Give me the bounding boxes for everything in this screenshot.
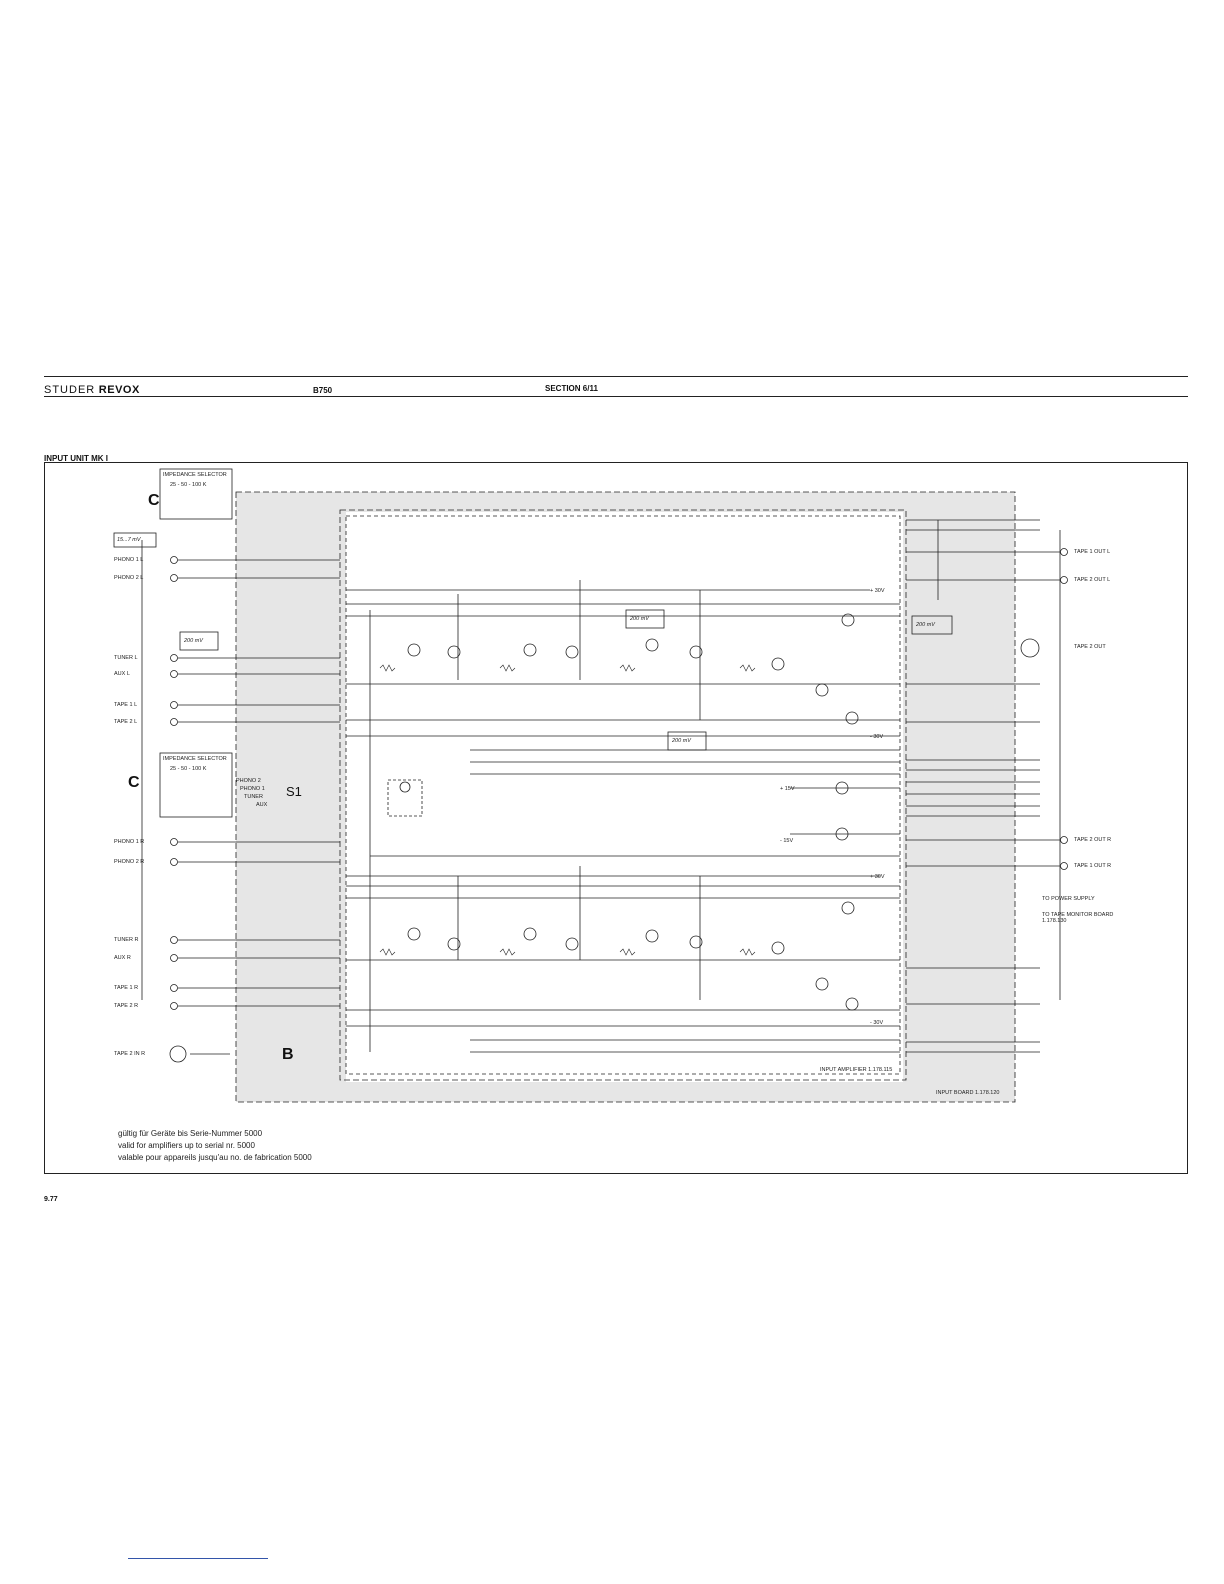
section-letter-b: B (282, 1046, 294, 1063)
level-phono: 15...7 mV (117, 537, 141, 543)
level-box-amp1 (625, 609, 665, 629)
input-tuner-r: TUNER R (114, 937, 139, 943)
input-aux-l: AUX L (114, 671, 130, 677)
impedance-selector-box-top (159, 468, 233, 520)
level-out: 200 mV (916, 622, 935, 628)
board-label-input-board: INPUT BOARD 1.178.120 (936, 1090, 1000, 1096)
impedance-selector-box-bottom (159, 752, 233, 818)
level-amp1: 200 mV (630, 616, 649, 622)
s1-label: S1 (286, 784, 302, 799)
note-de: gültig für Geräte bis Serie-Nummer 5000 (118, 1129, 263, 1138)
level-tuner: 200 mV (184, 638, 203, 644)
header-rule-bottom (44, 396, 1188, 397)
link-underline (128, 1558, 268, 1559)
schematic-frame (44, 462, 1188, 1174)
level-box-phono (113, 532, 157, 548)
input-tape2-r: TAPE 2 R (114, 1003, 139, 1009)
page-number: 9.77 (44, 1196, 58, 1203)
output-tape2-out: TAPE 2 OUT (1074, 644, 1106, 650)
impedance-selector-label-bottom: IMPEDANCE SELECTOR (163, 756, 227, 762)
brand-revox: REVOX (98, 384, 140, 396)
input-tuner-l: TUNER L (114, 655, 138, 661)
diagram-title: INPUT UNIT MK I (44, 454, 108, 463)
input-phono2-r: PHONO 2 R (114, 859, 145, 865)
input-phono1-l: PHONO 1 L (114, 557, 144, 563)
supply-minus30-lower: - 30V (870, 1020, 884, 1026)
supply-minus15: - 15V (780, 838, 794, 844)
level-box-tuner (179, 631, 219, 651)
s1-pos-phono1: PHONO 1 (240, 786, 265, 792)
s1-pos-phono2: PHONO 2 (236, 778, 261, 784)
supply-plus15: + 15V (780, 786, 795, 792)
input-tape2-l: TAPE 2 L (114, 719, 138, 725)
amp-stage-upper (407, 613, 859, 725)
input-amplifier-outline (339, 509, 907, 1081)
brand-studer: STUDER (44, 384, 96, 396)
input-tape2-in-r: TAPE 2 IN R (114, 1051, 146, 1057)
level-amp2: 200 mV (672, 738, 691, 744)
supply-minus30-upper: - 30V (870, 734, 884, 740)
note-en: valid for amplifiers up to serial nr. 50… (118, 1141, 255, 1150)
s1-pos-aux: AUX (256, 802, 268, 808)
supply-plus30-upper: + 30V (870, 588, 885, 594)
note-fr: valable pour appareils jusqu'au no. de f… (118, 1153, 312, 1162)
brand-logo: STUDER REVOX (44, 384, 140, 396)
output-tape1-out-l: TAPE 1 OUT L (1074, 549, 1111, 555)
header-rule-top (44, 376, 1188, 377)
board-shade-bottom (236, 1082, 1015, 1102)
board-shade-right (903, 494, 1015, 1102)
legend-power-supply: TO POWER SUPPLY (1042, 896, 1095, 902)
input-aux-r: AUX R (114, 955, 131, 961)
section-letter-c-bottom: C (128, 774, 140, 791)
amp-stage-lower (407, 901, 859, 1011)
impedance-selector-values-top: 25 - 50 - 100 K (170, 482, 207, 488)
s1-pos-tuner: TUNER (244, 794, 263, 800)
impedance-selector-label-top: IMPEDANCE SELECTOR (163, 472, 227, 478)
board-shade-left (236, 492, 346, 1102)
section-letter-c-top: C (148, 492, 160, 509)
input-phono2-l: PHONO 2 L (114, 575, 144, 581)
input-tape1-l: TAPE 1 L (114, 702, 138, 708)
board-shade-top (236, 492, 1015, 512)
input-tape1-r: TAPE 1 R (114, 985, 139, 991)
level-box-amp2 (667, 731, 707, 751)
supply-plus30-lower: + 30V (870, 874, 885, 880)
input-phono1-r: PHONO 1 R (114, 839, 145, 845)
inner-outline (345, 515, 901, 1075)
output-tape2-out-r: TAPE 2 OUT R (1074, 837, 1112, 843)
output-tape2-out-l: TAPE 2 OUT L (1074, 577, 1111, 583)
impedance-selector-values-bottom: 25 - 50 - 100 K (170, 766, 207, 772)
section-label: SECTION 6/11 (545, 384, 598, 393)
output-tape1-out-r: TAPE 1 OUT R (1074, 863, 1112, 869)
legend-tape-monitor: TO TAPE MONITOR BOARD 1.178.130 (1042, 912, 1114, 924)
input-board-outline (235, 491, 1016, 1103)
board-label-input-amplifier: INPUT AMPLIFIER 1.178.115 (820, 1067, 893, 1073)
supply-regulator (790, 781, 900, 841)
model-label: B750 (313, 386, 333, 395)
level-box-out (911, 615, 953, 635)
